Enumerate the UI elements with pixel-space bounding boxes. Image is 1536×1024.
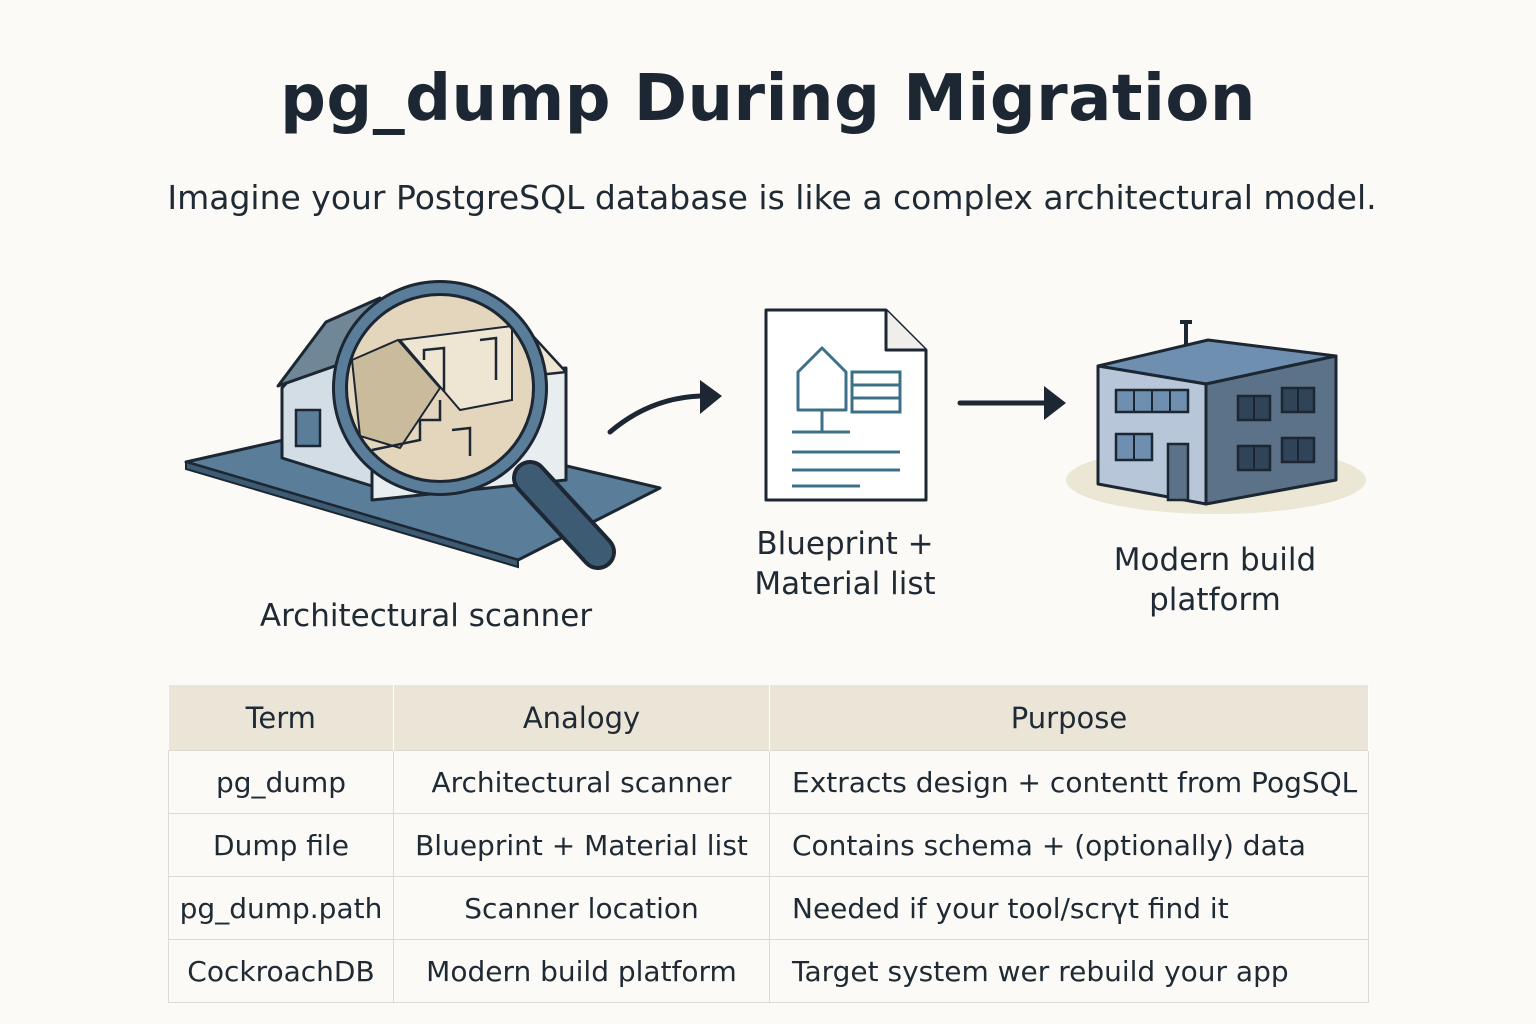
term-cell: pg_dump <box>168 750 394 814</box>
page-subtitle: Imagine your PostgreSQL database is like… <box>167 178 1377 217</box>
term-cell: pg_dump.path <box>168 876 394 940</box>
analogy-cell: Modern build platform <box>393 939 770 1003</box>
building-icon <box>1066 320 1366 514</box>
terms-table: Term Analogy Purpose pg_dump Architectur… <box>168 685 1369 1003</box>
scanner-caption: Architectural scanner <box>259 598 593 634</box>
platform-caption-line2: platform <box>1149 582 1281 618</box>
document-icon <box>764 308 928 502</box>
blueprint-caption: Blueprint + Material list <box>730 524 960 604</box>
purpose-cell: Needed if your tool/scrγt find it <box>769 876 1369 940</box>
diagram-illustration <box>184 280 1366 570</box>
purpose-cell: Contains schema + (optionally) data <box>769 813 1369 877</box>
blueprint-caption-line1: Blueprint + <box>756 526 934 562</box>
term-cell: CockroachDB <box>168 939 394 1003</box>
column-header-purpose: Purpose <box>769 685 1369 751</box>
analogy-cell: Architectural scanner <box>393 750 770 814</box>
column-header-analogy: Analogy <box>393 685 770 751</box>
table-row: pg_dump Architectural scanner Extracts d… <box>168 750 1369 814</box>
platform-caption: Modern build platform <box>1090 540 1340 620</box>
magnifier-icon <box>332 280 616 570</box>
purpose-cell: Extracts design + contentt from PogSQL <box>769 750 1369 814</box>
analogy-cell: Scanner location <box>393 876 770 940</box>
table-header-row: Term Analogy Purpose <box>168 685 1369 751</box>
column-header-term: Term <box>168 685 394 751</box>
page-title: pg_dump During Migration <box>280 62 1256 136</box>
arrow-right-icon <box>607 380 722 435</box>
table-row: CockroachDB Modern build platform Target… <box>168 939 1369 1003</box>
table-row: Dump file Blueprint + Material list Cont… <box>168 813 1369 877</box>
purpose-cell: Target system wer rebuild your app <box>769 939 1369 1003</box>
term-cell: Dump file <box>168 813 394 877</box>
table-row: pg_dump.path Scanner location Needed if … <box>168 876 1369 940</box>
platform-caption-line1: Modern build <box>1113 542 1317 578</box>
blueprint-caption-line2: Material list <box>754 566 936 602</box>
arrow-right-icon <box>957 386 1066 420</box>
analogy-cell: Blueprint + Material list <box>393 813 770 877</box>
